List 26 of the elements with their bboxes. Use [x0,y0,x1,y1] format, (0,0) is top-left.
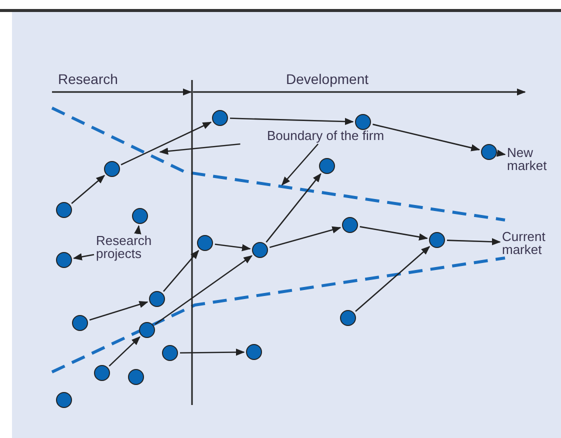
arrow [269,226,342,248]
arrow [230,118,354,126]
arrow [89,300,148,321]
annotation-text: Boundary of the firm [238,129,413,142]
arrow [372,124,480,152]
annotation-text: Research projects [96,234,176,260]
arrow [134,225,142,234]
arrow [108,336,140,367]
phase-label: Development [286,72,368,86]
annotation-text: New market [507,146,561,172]
arrow [180,348,245,356]
arrow [163,250,200,292]
arrow [71,174,106,204]
arrow [72,253,94,260]
arrow [266,173,322,243]
annotation-text: Current market [502,230,560,256]
arrow [446,238,501,246]
arrow [214,244,251,252]
arrow [496,150,506,157]
arrow [120,122,212,166]
arrow [355,246,430,312]
arrow [154,255,253,325]
leader-arrow [159,143,240,155]
leader-arrow [281,144,319,186]
arrow [360,226,428,240]
phase-label: Research [58,72,118,86]
